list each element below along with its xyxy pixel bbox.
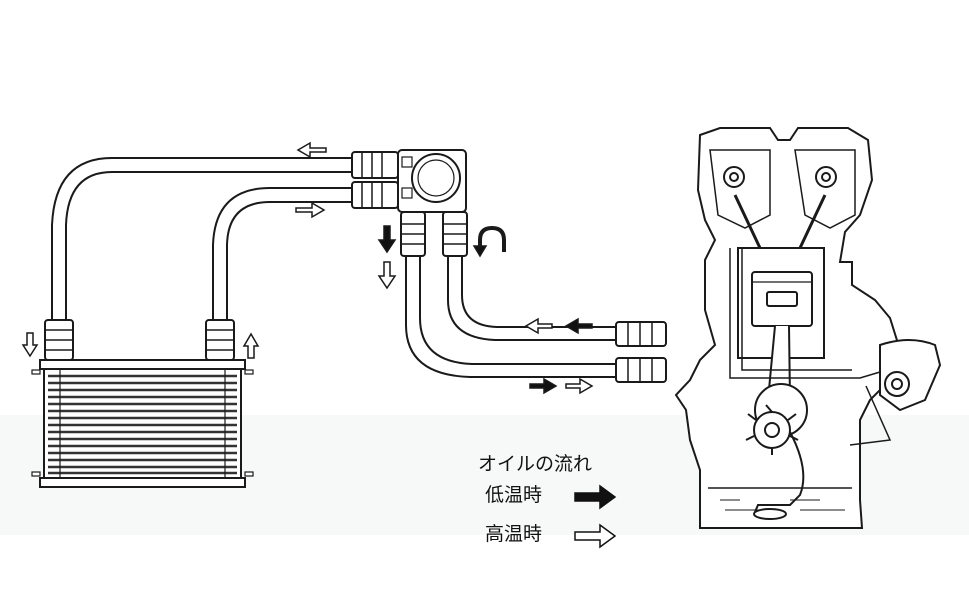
pulley [879, 339, 942, 412]
hose-fittings [44, 151, 667, 383]
cooler-core-fins [48, 374, 237, 475]
high-temp-arrow-down-icon [21, 332, 39, 358]
legend-high-temp-arrow-icon [574, 523, 617, 549]
legend: オイルの流れ 低温時 高温時 [478, 453, 617, 549]
high-temp-arrow-down2-icon [377, 261, 397, 290]
oil-cooler [31, 359, 254, 488]
flow-arrows [21, 141, 594, 395]
high-temp-arrow-up-icon [242, 332, 260, 359]
legend-low-temp-label: 低温時 [485, 484, 542, 506]
oil-pump [745, 404, 805, 520]
low-temp-arrow-left-icon [564, 317, 593, 335]
high-temp-arrow-left-icon [296, 141, 327, 159]
high-temp-arrow-left2-icon [524, 317, 553, 335]
thermostat-block [397, 149, 467, 213]
oil-lines [51, 157, 623, 378]
high-temp-arrow-right2-icon [565, 377, 594, 395]
low-temp-arrow-right-icon [529, 377, 558, 395]
legend-low-temp-arrow-icon [574, 484, 617, 510]
engine [674, 127, 902, 529]
bypass-uturn-arrow-icon [478, 225, 506, 252]
low-temp-arrow-down-icon [377, 225, 397, 254]
legend-title: オイルの流れ [478, 453, 592, 475]
legend-high-temp-label: 高温時 [485, 523, 542, 545]
high-temp-arrow-right-icon [295, 201, 326, 219]
